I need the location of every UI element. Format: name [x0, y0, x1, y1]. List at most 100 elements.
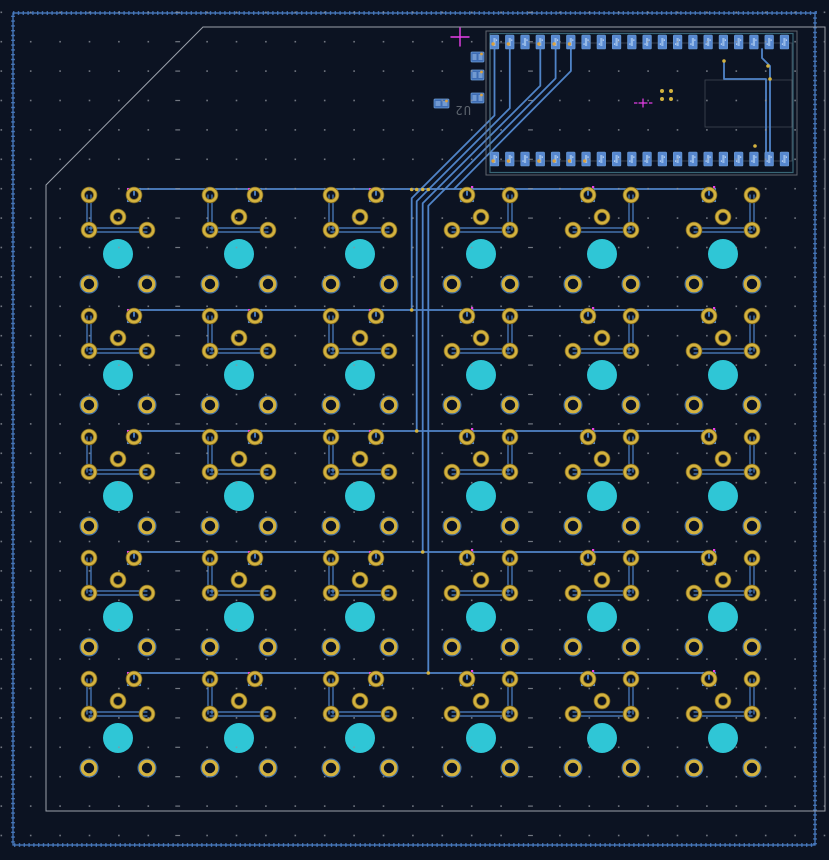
- row-connect-pad[interactable]: [459, 550, 475, 566]
- leg-hole[interactable]: [259, 517, 277, 535]
- leg-hole[interactable]: [622, 275, 640, 293]
- module-pad-top[interactable]: [550, 34, 561, 50]
- diode-pad[interactable]: [502, 187, 518, 203]
- switch-pin-pad[interactable]: [473, 572, 489, 588]
- switch-pin-pad[interactable]: [81, 706, 97, 722]
- leg-hole[interactable]: [501, 396, 519, 414]
- trace-bundle[interactable]: [409, 48, 572, 675]
- switch-pin-pad[interactable]: [260, 464, 276, 480]
- switch-pin-pad[interactable]: [502, 585, 518, 601]
- row-connect-pad[interactable]: [126, 671, 142, 687]
- switch-pin-pad[interactable]: [260, 706, 276, 722]
- leg-hole[interactable]: [743, 759, 761, 777]
- via[interactable]: [669, 89, 673, 93]
- passive-component[interactable]: [470, 51, 485, 63]
- module-pad-bottom[interactable]: [566, 151, 576, 167]
- switch-pin-pad[interactable]: [473, 693, 489, 709]
- row-connect-pad[interactable]: [701, 308, 717, 324]
- module-pad-top[interactable]: [596, 34, 606, 50]
- switch-pin-pad[interactable]: [565, 585, 581, 601]
- diode-pad[interactable]: [744, 187, 760, 203]
- leg-hole[interactable]: [201, 517, 219, 535]
- switch-pin-pad[interactable]: [444, 343, 460, 359]
- switch-pin-pad[interactable]: [473, 451, 489, 467]
- leg-hole[interactable]: [201, 638, 219, 656]
- key-switch-R4C3[interactable]: [321, 549, 399, 657]
- row-connect-pad[interactable]: [580, 429, 596, 445]
- diode-pad[interactable]: [744, 550, 760, 566]
- via[interactable]: [768, 77, 772, 81]
- key-switch-R1C3[interactable]: [321, 186, 399, 294]
- module-pad-bottom[interactable]: [688, 151, 698, 167]
- key-switch-R4C4[interactable]: [442, 549, 520, 657]
- key-switch-R5C1[interactable]: [79, 670, 157, 778]
- row-connect-pad[interactable]: [368, 187, 384, 203]
- leg-hole[interactable]: [501, 275, 519, 293]
- leg-hole[interactable]: [501, 759, 519, 777]
- leg-hole[interactable]: [80, 759, 98, 777]
- via[interactable]: [660, 97, 664, 101]
- switch-pin-pad[interactable]: [744, 343, 760, 359]
- key-switch-R5C2[interactable]: [200, 670, 278, 778]
- row-feed-trace[interactable]: [415, 48, 511, 432]
- module-pad-top[interactable]: [611, 34, 622, 50]
- switch-center-hole[interactable]: [587, 723, 617, 753]
- module-pad-bottom[interactable]: [505, 151, 515, 167]
- via[interactable]: [426, 187, 431, 192]
- via[interactable]: [660, 89, 664, 93]
- switch-pin-pad[interactable]: [565, 706, 581, 722]
- key-switch-R3C6[interactable]: [684, 428, 762, 536]
- key-switch-R3C5[interactable]: [563, 428, 641, 536]
- switch-pin-pad[interactable]: [381, 585, 397, 601]
- via[interactable]: [722, 59, 726, 63]
- switch-pin-pad[interactable]: [715, 330, 731, 346]
- leg-hole[interactable]: [201, 396, 219, 414]
- switch-pin-pad[interactable]: [81, 464, 97, 480]
- key-switch-R5C5[interactable]: [563, 670, 641, 778]
- switch-pin-pad[interactable]: [381, 343, 397, 359]
- module-pad-top[interactable]: [642, 34, 652, 50]
- switch-pin-pad[interactable]: [686, 585, 702, 601]
- via[interactable]: [420, 187, 425, 192]
- switch-center-hole[interactable]: [466, 723, 496, 753]
- key-switch-R1C5[interactable]: [563, 186, 641, 294]
- switch-center-hole[interactable]: [466, 481, 496, 511]
- switch-pin-pad[interactable]: [110, 572, 126, 588]
- key-switch-R2C5[interactable]: [563, 307, 641, 415]
- leg-hole[interactable]: [443, 759, 461, 777]
- key-switch-R4C6[interactable]: [684, 549, 762, 657]
- module-pad-top[interactable]: [505, 34, 515, 50]
- row-connect-pad[interactable]: [126, 187, 142, 203]
- switch-pin-pad[interactable]: [323, 585, 339, 601]
- switch-pin-pad[interactable]: [81, 585, 97, 601]
- leg-hole[interactable]: [80, 638, 98, 656]
- switch-center-hole[interactable]: [224, 602, 254, 632]
- leg-hole[interactable]: [564, 396, 582, 414]
- row-connect-pad[interactable]: [701, 671, 717, 687]
- switch-pin-pad[interactable]: [352, 572, 368, 588]
- switch-center-hole[interactable]: [466, 602, 496, 632]
- key-switch-R5C4[interactable]: [442, 670, 520, 778]
- leg-hole[interactable]: [685, 396, 703, 414]
- switch-pin-pad[interactable]: [623, 343, 639, 359]
- diode-pad[interactable]: [623, 671, 639, 687]
- switch-pin-pad[interactable]: [715, 209, 731, 225]
- switch-pin-pad[interactable]: [260, 585, 276, 601]
- switch-pin-pad[interactable]: [323, 222, 339, 238]
- row-connect-pad[interactable]: [247, 429, 263, 445]
- module-pad-top[interactable]: [734, 34, 744, 50]
- switch-pin-pad[interactable]: [139, 706, 155, 722]
- module-pad-top[interactable]: [489, 34, 500, 50]
- diode-pad[interactable]: [202, 550, 218, 566]
- module-pad-top[interactable]: [520, 34, 530, 50]
- leg-hole[interactable]: [201, 759, 219, 777]
- row-connect-pad[interactable]: [126, 308, 142, 324]
- switch-pin-pad[interactable]: [473, 330, 489, 346]
- switch-center-hole[interactable]: [103, 723, 133, 753]
- leg-hole[interactable]: [685, 275, 703, 293]
- via[interactable]: [414, 187, 419, 192]
- row-connect-pad[interactable]: [247, 671, 263, 687]
- module-pad-top[interactable]: [703, 34, 713, 50]
